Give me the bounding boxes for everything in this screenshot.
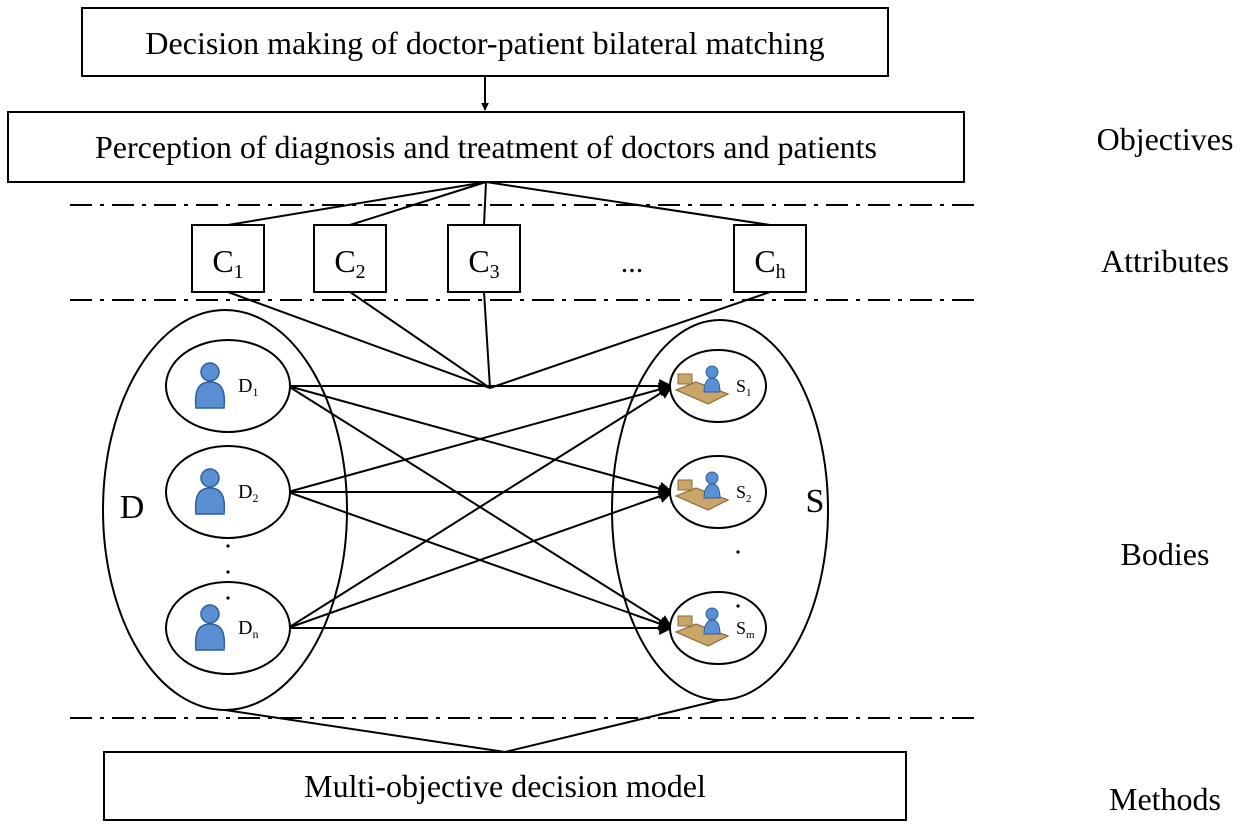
doctor-label: D2 <box>238 481 258 505</box>
workstation-icon <box>674 471 730 511</box>
attribute-label: C2 <box>334 243 365 283</box>
workstation-icon <box>674 607 730 647</box>
attribute-label: C1 <box>212 243 243 283</box>
service-label: S1 <box>736 376 752 399</box>
match-arrow-d3-s2 <box>287 489 674 629</box>
service-label: Sm <box>736 618 755 641</box>
doctor-group-label: D <box>120 489 145 526</box>
method-box-label: Multi-objective decision model <box>304 768 706 804</box>
title-box: Decision making of doctor-patient bilate… <box>81 7 889 77</box>
service-label: S2 <box>736 482 752 505</box>
attribute-box-c3: C3 <box>447 224 521 293</box>
doctor-vertical-ellipsis <box>226 544 230 600</box>
service-node: S2 <box>669 455 767 529</box>
attribute-box-c2: C2 <box>313 224 387 293</box>
matching-lines <box>287 379 674 635</box>
title-box-label: Decision making of doctor-patient bilate… <box>145 25 824 61</box>
workstation-icon <box>674 365 730 405</box>
person-icon <box>194 468 226 515</box>
group-to-method-lines <box>224 699 721 753</box>
layer-label-methods: Methods <box>1109 781 1221 817</box>
doctor-node: D2 <box>165 445 291 539</box>
layer-label-objectives: Objectives <box>1097 121 1234 157</box>
service-node: Sm <box>669 591 767 665</box>
person-icon <box>194 604 226 651</box>
doctor-label: Dn <box>238 617 258 641</box>
perception-to-attribute-lines <box>227 181 771 226</box>
attribute-convergence-lines <box>227 291 771 389</box>
attribute-label: Ch <box>754 243 785 283</box>
service-group-label: S <box>806 483 825 520</box>
attribute-box-ch: Ch <box>733 224 807 293</box>
doctor-node: Dn <box>165 581 291 675</box>
method-box: Multi-objective decision model <box>103 751 907 821</box>
doctor-label: D1 <box>238 375 258 399</box>
service-node: S1 <box>669 349 767 423</box>
match-arrow-d2-s1 <box>287 382 674 493</box>
doctor-node: D1 <box>165 339 291 433</box>
service-vertical-ellipsis <box>736 550 740 608</box>
attribute-label: C3 <box>468 243 499 283</box>
perception-box-label: Perception of diagnosis and treatment of… <box>95 129 877 165</box>
attribute-box-c1: C1 <box>191 224 265 293</box>
layer-label-bodies: Bodies <box>1121 536 1210 572</box>
person-icon <box>194 362 226 409</box>
match-arrow-d3-s1 <box>287 385 673 629</box>
layer-label-attributes: Attributes <box>1101 243 1229 279</box>
perception-box: Perception of diagnosis and treatment of… <box>7 111 965 183</box>
attribute-ellipsis: ... <box>621 246 644 279</box>
